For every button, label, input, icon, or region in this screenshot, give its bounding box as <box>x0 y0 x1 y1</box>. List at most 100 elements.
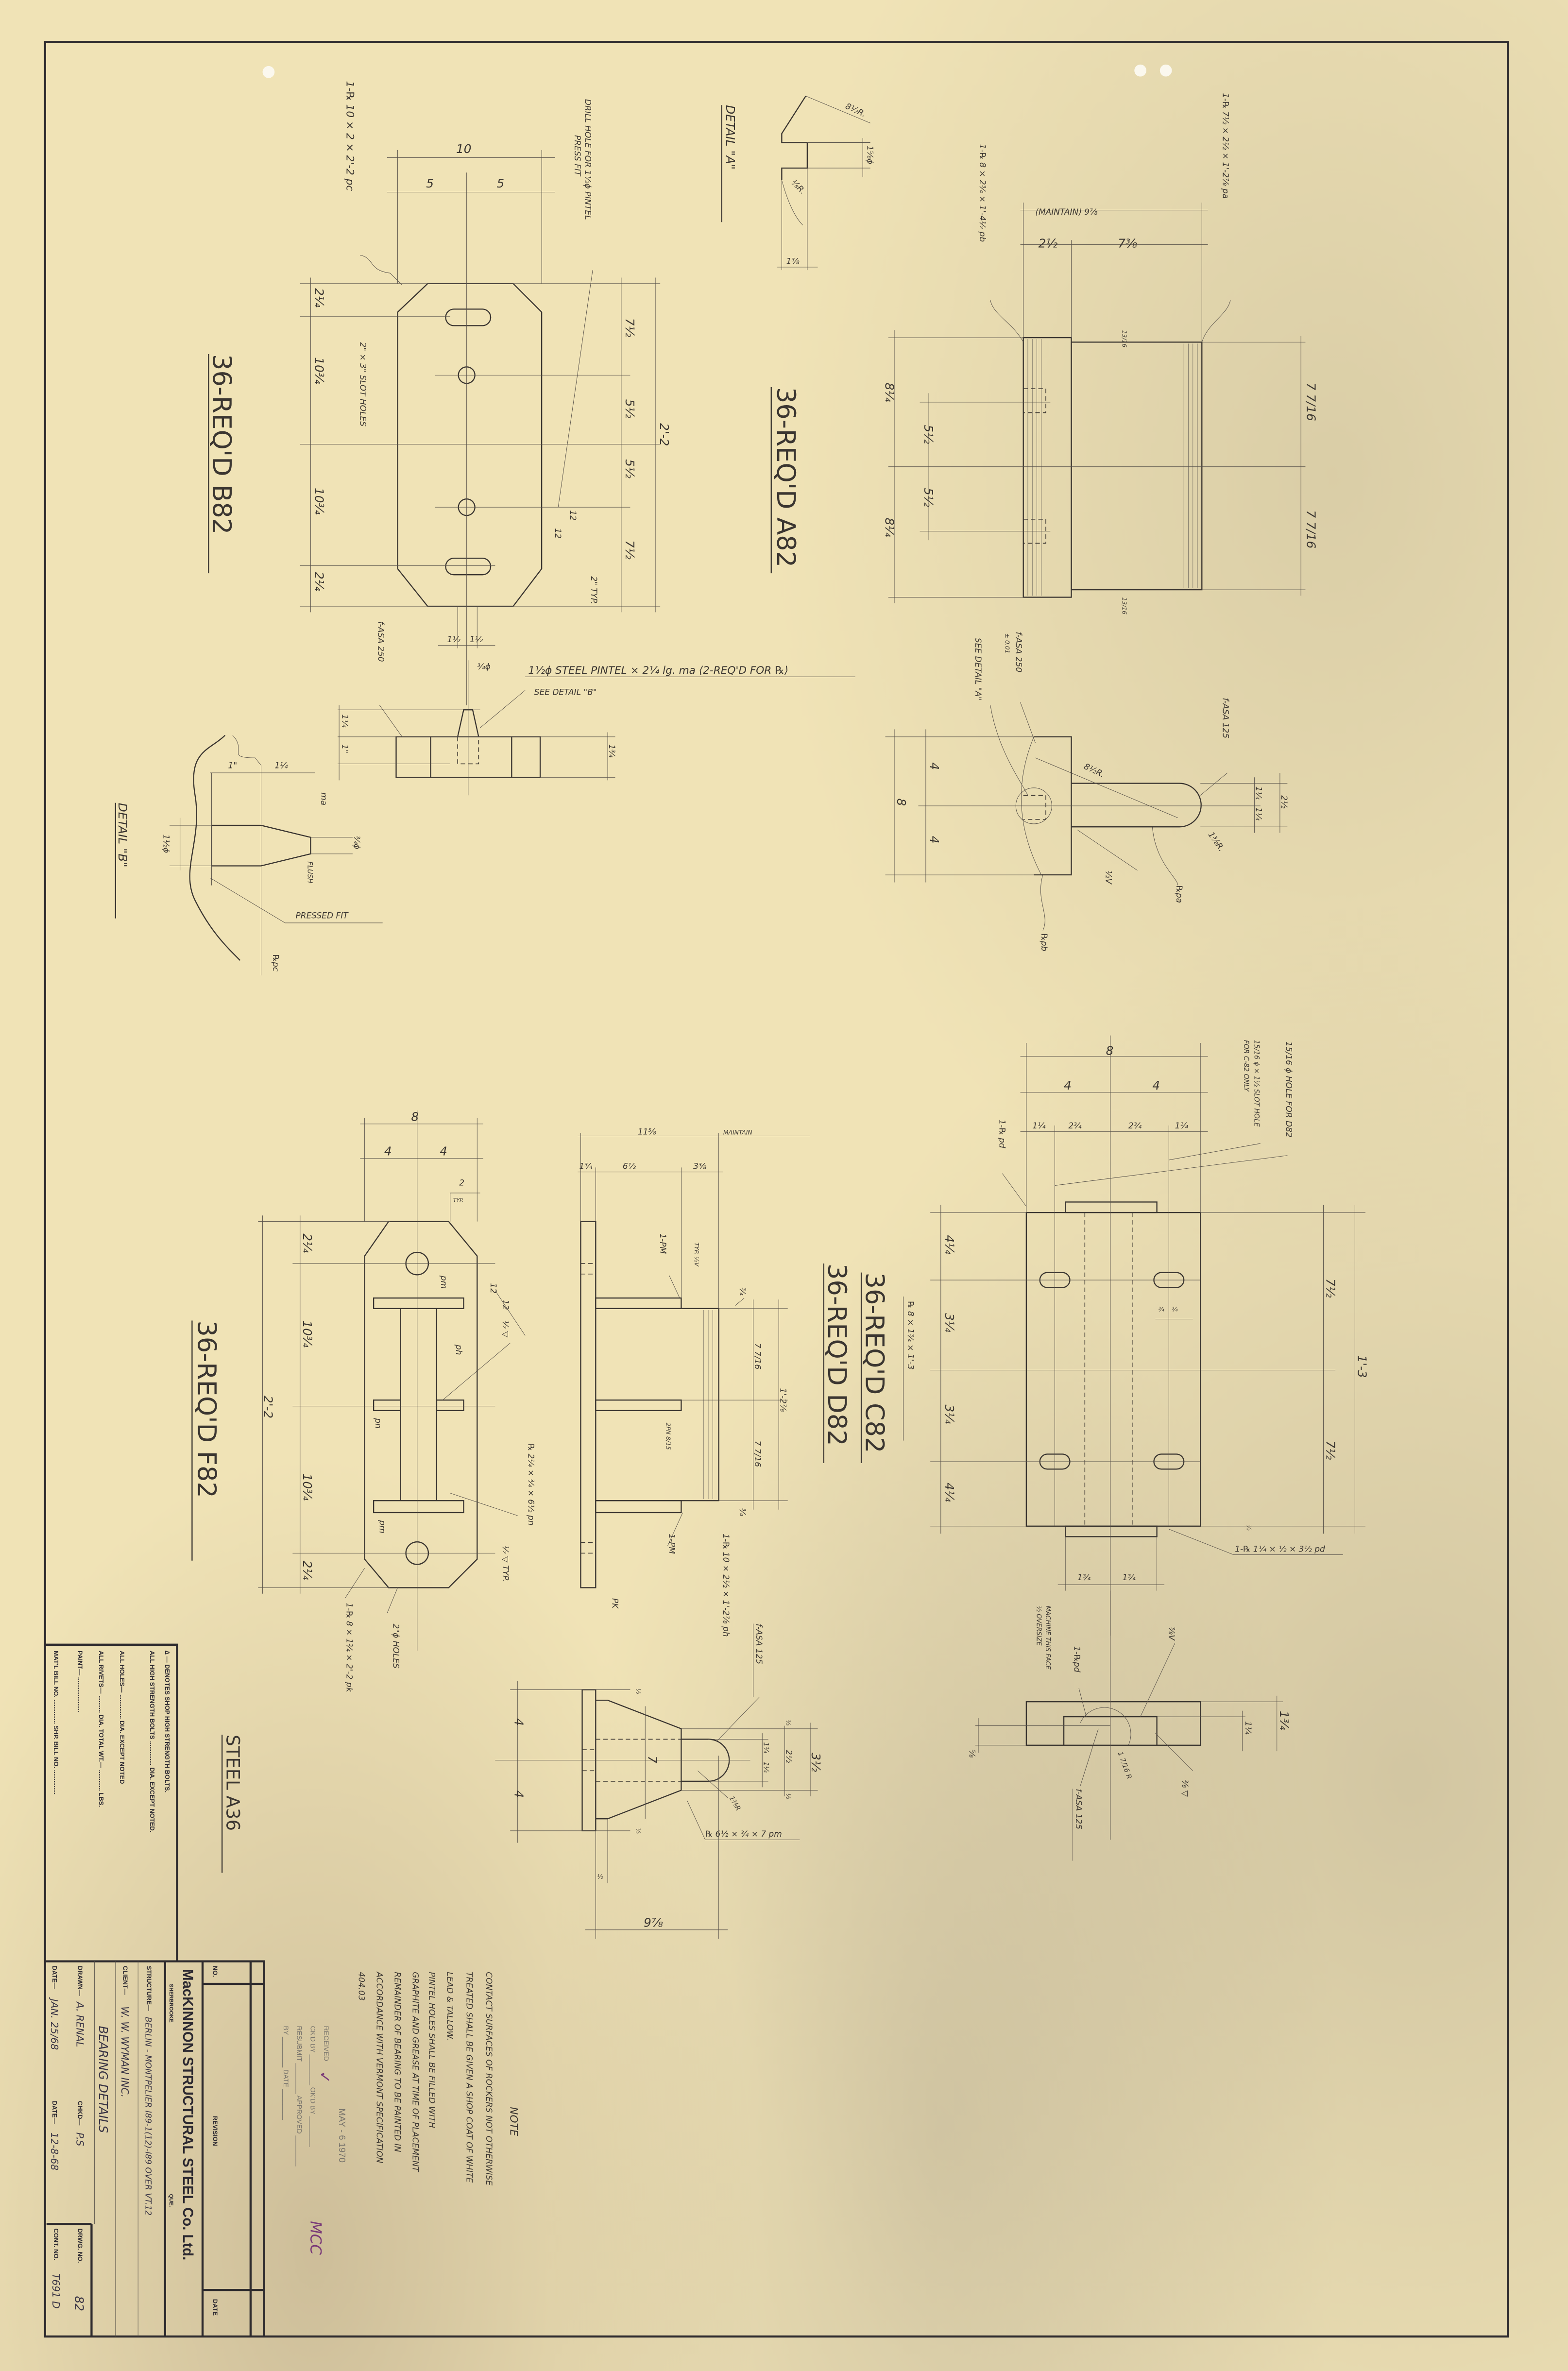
a82-dim: 13/16 <box>1121 330 1128 348</box>
f82-dim: 4 <box>384 1144 392 1159</box>
cd82-dim: 7½ <box>1324 1441 1338 1460</box>
cd82-dim: 1¾ <box>1077 1573 1091 1583</box>
elev-d-dim: 1¾ <box>1277 1711 1291 1730</box>
drawing-title: BEARING DETAILS <box>96 2026 110 2132</box>
b82-dim: 5 <box>496 176 504 190</box>
legend-bills: MAT'L BILL NO. .............. SHP. BILL … <box>52 1651 60 1794</box>
legend-holes: ALL HOLES— .............. DIA. EXCEPT NO… <box>119 1651 126 1784</box>
f82-weld-typ: ½ ▽ TYP. <box>500 1546 510 1582</box>
b82-dim: ¾ϕ <box>477 662 491 672</box>
note-line: PINTEL HOLES SHALL BE FILLED WITH <box>426 1972 436 2128</box>
b82-dim: 12 <box>568 510 578 521</box>
drwg-no-label: DRWG. NO. <box>77 2229 84 2263</box>
elev-d-weld-2: ⅜ ▽ <box>1180 1780 1190 1797</box>
stamp-by: BY ________ DATE ________ <box>282 2026 290 2120</box>
cd82-dim: ¾ <box>1159 1306 1164 1313</box>
rocker-dim: ½ <box>635 1688 642 1694</box>
a82-finish-250: f-ASA 250 <box>1013 632 1023 673</box>
detail-b-dim: 1" <box>228 761 238 771</box>
detail-a-title: DETAIL "A" <box>723 105 737 170</box>
a82-section-dim: ½V <box>1104 870 1113 885</box>
rocker-dim: 4 <box>512 1790 526 1798</box>
cd82-dim: 3¼ <box>942 1313 956 1332</box>
received-stamp: RECEIVED MAY - 6 1970 CK'D BY ________ O… <box>282 2026 347 2255</box>
rocker-finish: f-ASA 125 <box>754 1624 764 1665</box>
firm-province: QUE. <box>168 2194 174 2207</box>
b82-dim: 10¾ <box>312 357 326 384</box>
cd82-slot-c82-2: FOR C-82 ONLY <box>1242 1040 1250 1092</box>
f82-dim: 12 <box>488 1283 498 1294</box>
detail-a-dim: 1⅝ϕ <box>865 146 874 164</box>
cd82-dim: 2¾ <box>1068 1121 1082 1131</box>
revision-label: REVISION <box>212 2116 219 2146</box>
a82-dim: 7 7/16 <box>1304 510 1318 548</box>
f82-elev-dim: ¾ <box>737 1288 747 1296</box>
cd82-dim: 3¼ <box>942 1405 956 1424</box>
cd82-pd: 1-℞ pd <box>997 1120 1006 1148</box>
f82-dim: 2¼ <box>300 1233 314 1253</box>
view-cd82-plan <box>930 1035 1365 1636</box>
a82-finish-125: f-ASA 125 <box>1221 698 1230 738</box>
view-b82-elevation <box>338 660 615 796</box>
rocker-radius: 1⅜R <box>728 1795 742 1812</box>
cd82-dim: 1¼ <box>1175 1121 1189 1131</box>
elev-d-machine-note: MACHINE THIS FACE <box>1044 1605 1051 1670</box>
note-heading: NOTE <box>507 2107 519 2136</box>
f82-elev-pm2: 1-PM <box>667 1534 677 1554</box>
detail-b-dim: 1½ϕ <box>161 835 171 853</box>
a82-dim: 5½ <box>921 425 936 444</box>
b82-dim: 12 <box>553 528 562 539</box>
general-note: NOTE CONTACT SURFACES OF ROCKERS NOT OTH… <box>356 1971 519 2185</box>
view-f82-plan <box>258 1110 526 1651</box>
a82-pa: ℞pa <box>1174 886 1184 903</box>
cd82-dim: 2¾ <box>1128 1121 1142 1131</box>
elev-d-dim: ⅝ <box>967 1750 976 1758</box>
stamp-resubmit: RESUBMIT ________ APPROVED ________ <box>295 2026 303 2166</box>
b82-press-fit: PRESS FIT <box>572 135 582 177</box>
f82-dim: 10¾ <box>300 1321 314 1348</box>
a82-section-dim: 1⅜R. <box>1206 830 1227 853</box>
detail-b-title: DETAIL "B" <box>116 803 130 868</box>
elev-d-weld: ⅜V <box>1166 1627 1176 1641</box>
view-a82-section <box>885 702 1288 931</box>
cd82-hole-d82: 15/16 ϕ HOLE FOR D82 <box>1283 1041 1293 1138</box>
rocker-dim: 1¼ <box>762 1742 769 1754</box>
view-f82-elevation <box>578 1133 811 1588</box>
f82-elev-dim: ¾ <box>737 1508 747 1517</box>
a82-maintain-dim: ⟨MAINTAIN⟩ 9⅞ <box>1035 207 1098 217</box>
f82-elev-dim: 3⅜ <box>693 1162 707 1172</box>
b82-dim: 1" <box>340 744 349 753</box>
cd82-dim: ½ <box>1245 1525 1252 1531</box>
view-d82-elevation <box>975 1590 1283 1840</box>
cd82-slot-c82: 15/16 ϕ × 1½ SLOT HOLE <box>1252 1040 1260 1127</box>
stamp-ok-initials: MCC <box>307 2221 324 2255</box>
a82-dim: 13/16 <box>1121 597 1128 615</box>
f82-elev-dim: 7 7/16 <box>752 1343 762 1370</box>
a82-section-dim: 1¼ <box>1253 786 1263 800</box>
cont-no-label: CONT. NO. <box>52 2229 60 2261</box>
sheet-border <box>44 41 1509 2338</box>
b82-dim: 10 <box>456 142 471 156</box>
detail-a-dim: 1⅜ <box>786 257 800 267</box>
b82-dim: 2¼ <box>312 288 326 307</box>
rocker-dim: 9⅞ <box>644 1916 663 1930</box>
rocker-dim: 1¼ <box>762 1762 769 1773</box>
cd82-part: ℞ 8 × 1¾ × 1'-3 <box>905 1301 915 1369</box>
f82-pm-bottom: pm <box>377 1519 387 1533</box>
revision-date-label: DATE <box>212 2299 219 2316</box>
cd82-dim: 8 <box>1106 1044 1114 1058</box>
f82-elev-pk: PK <box>610 1598 619 1609</box>
detail-b <box>170 734 383 976</box>
rocker-dim: ½ <box>785 1720 792 1725</box>
structure-value: BERLIN - MONTPELIER I89-1(12)-I89 OVER V… <box>143 2017 153 2216</box>
note-line: ACCORDANCE WITH VERMONT SPECIFICATION <box>374 1971 384 2163</box>
note-line: GRAPHITE AND GREASE AT TIME OF PLACEMENT <box>410 1972 420 2172</box>
b82-dim: 7½ <box>623 318 637 338</box>
f82-weld: ½ ▽ <box>500 1321 510 1338</box>
rocker-part: ℞ 6½ × ¾ × 7 pm <box>705 1829 782 1839</box>
view-rocker-elevation <box>495 1680 818 1939</box>
legend-paint: PAINT— .................... <box>77 1651 84 1712</box>
d82-title: 36-REQ'D D82 <box>822 1263 852 1446</box>
b82-dim: 5½ <box>623 399 637 419</box>
